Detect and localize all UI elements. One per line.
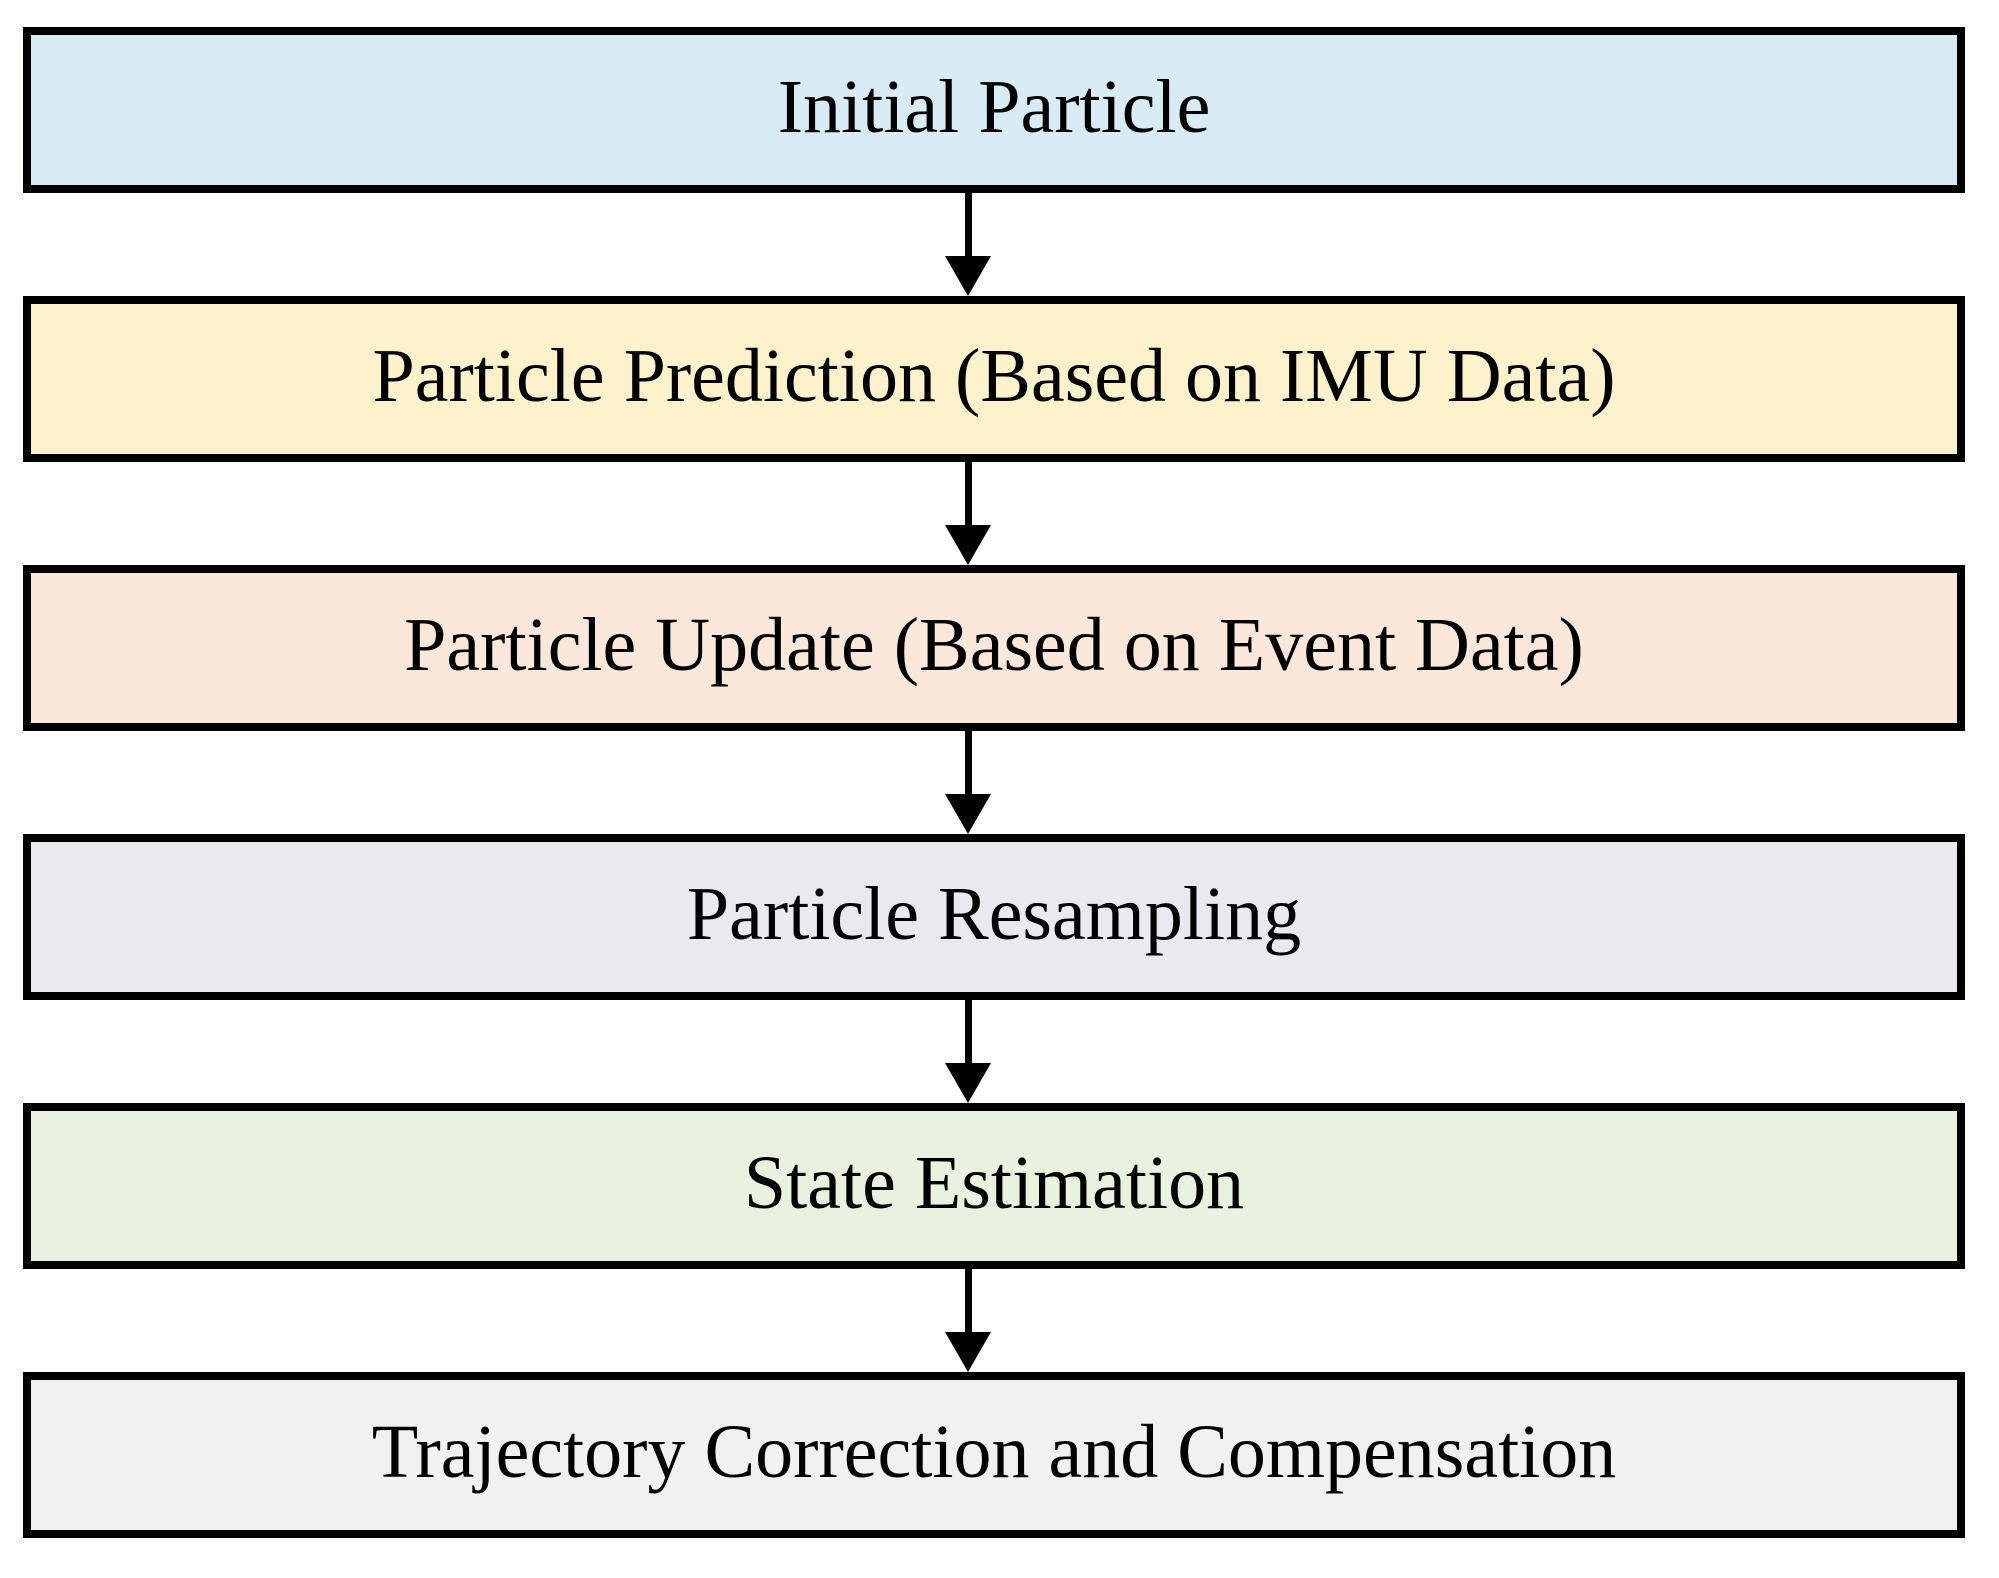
arrow-down-icon [945, 1063, 991, 1103]
edge-resampling-to-estimation [23, 1000, 1965, 1103]
node-particle-update-label: Particle Update (Based on Event Data) [404, 603, 1584, 687]
node-particle-prediction-label: Particle Prediction (Based on IMU Data) [372, 334, 1616, 418]
node-trajectory-correction-label: Trajectory Correction and Compensation [371, 1410, 1617, 1494]
node-initial-particle: Initial Particle [23, 27, 1965, 193]
arrow-stem [965, 193, 972, 257]
node-particle-resampling: Particle Resampling [23, 834, 1965, 1000]
node-particle-prediction: Particle Prediction (Based on IMU Data) [23, 296, 1965, 462]
edge-initial-to-prediction [23, 193, 1965, 296]
arrow-down-icon [945, 256, 991, 296]
node-particle-resampling-label: Particle Resampling [686, 872, 1302, 956]
node-trajectory-correction: Trajectory Correction and Compensation [23, 1372, 1965, 1538]
arrow-down-icon [945, 794, 991, 834]
node-state-estimation-label: State Estimation [743, 1141, 1245, 1225]
arrow-stem [965, 731, 972, 795]
node-initial-particle-label: Initial Particle [777, 65, 1211, 149]
node-particle-update: Particle Update (Based on Event Data) [23, 565, 1965, 731]
arrow-stem [965, 1000, 972, 1064]
flowchart: Initial Particle Particle Prediction (Ba… [23, 27, 1965, 1538]
edge-update-to-resampling [23, 731, 1965, 834]
arrow-stem [965, 462, 972, 526]
arrow-down-icon [945, 525, 991, 565]
arrow-stem [965, 1269, 972, 1333]
node-state-estimation: State Estimation [23, 1103, 1965, 1269]
arrow-down-icon [945, 1332, 991, 1372]
edge-prediction-to-update [23, 462, 1965, 565]
edge-estimation-to-correction [23, 1269, 1965, 1372]
